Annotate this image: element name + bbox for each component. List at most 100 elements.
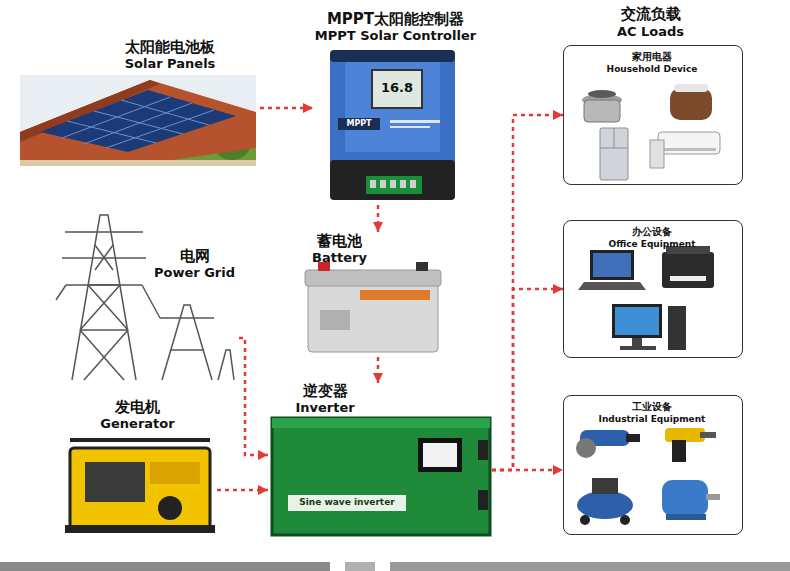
brand-mark: MPPT [338,119,380,129]
power-flow-arrow [492,289,563,470]
sub-heading-text: Battery [300,250,379,266]
photo-strip [345,562,375,571]
power-flow-arrow [377,205,380,232]
solar-house-picture [20,160,256,166]
power-tower-picture [56,215,234,380]
industrial-icons [662,480,708,516]
office-icons [578,246,714,350]
power-tower-picture [160,317,214,319]
heading-text: 工业设备 [564,400,740,413]
heading-group: 工业设备Industrial Equipment [564,400,740,425]
inverter-picture [272,418,490,535]
heading-group: MPPT太阳能控制器MPPT Solar Controller [313,10,478,44]
industrial-icons [672,440,686,462]
controller-picture [366,176,422,194]
battery-picture [305,270,441,286]
office-icons [670,276,706,281]
office-icons [612,304,662,338]
power-tower-picture [88,285,128,330]
heading-text: 电网 [150,247,239,265]
power-tower-picture [80,329,128,331]
battery-picture [308,282,438,352]
office-icons [668,306,686,350]
power-tower-picture [95,245,113,270]
household-icons [614,128,615,148]
power-tower-picture [65,231,143,233]
industrial-icons [620,515,630,525]
sub-heading-text: Power Grid [150,265,239,281]
controller-picture [372,70,422,108]
power-tower-picture [162,305,212,380]
heading-text: 发电机 [58,398,217,416]
power-tower-picture [80,330,124,380]
heading-group: 发电机Generator [58,398,217,432]
household-icons [588,90,616,98]
inverter-picture [272,418,490,535]
inverter-node: 逆变器Inverter [268,383,492,538]
industrial-icons [577,491,633,519]
sub-heading-text: Inverter [268,400,382,415]
heading-group: 电网Power Grid [150,247,239,281]
inverter-picture [418,438,462,472]
generator-picture [70,448,210,528]
power-flow-arrow [492,469,563,472]
power-flow-arrow [260,107,313,110]
inverter-picture [288,495,406,511]
heading-text: 太阳能电池板 [80,38,260,56]
power-tower-picture [84,330,128,380]
controller-picture [330,160,455,200]
display-reading: 16.8 [374,80,420,95]
power-tower-picture [142,285,160,318]
controller-picture [330,50,455,200]
office-icons [620,346,656,350]
battery-picture [360,290,430,300]
controller-picture [390,120,440,123]
office-icons [615,307,659,335]
controller-picture [390,180,396,188]
heading-text: 办公设备 [564,225,740,238]
power-flow-arrow [217,489,268,492]
heading-text: 逆变器 [268,383,382,400]
controller-picture [370,180,376,188]
battery-picture [305,262,441,352]
heading-group: 太阳能电池板Solar Panels [80,38,260,72]
group-heading: 交流负载 [563,6,738,23]
generator-picture [150,462,200,484]
inverter-picture [478,440,488,460]
heading-text: MPPT太阳能控制器 [313,10,478,28]
group-heading: AC Loads [563,24,738,39]
power-flow-arrow [492,115,563,470]
battery-node: 蓄电池Battery [300,232,445,357]
controller-picture [390,126,430,128]
battery-picture [416,262,428,271]
office-icons [662,252,714,288]
generator-picture [85,462,145,502]
photo-strip [0,562,330,571]
solar-house-picture [20,80,256,166]
sub-heading-text: Solar Panels [80,56,260,72]
inverter-picture [272,418,490,428]
industrial-icons [666,514,706,520]
industrial-icons [576,428,720,525]
industrial-icons [626,434,640,442]
industrial-icons [700,432,716,438]
controller-picture [370,180,416,188]
industrial-icons [665,428,705,442]
generator-picture [65,525,215,533]
household-icons [674,84,708,92]
controller-picture [380,180,386,188]
generator-node: 发电机Generator [58,398,217,538]
load-box: 工业设备Industrial Equipment [563,395,743,535]
power-tower-picture [170,349,204,351]
industrial-icons [576,438,596,458]
power-flow-arrow [239,338,268,455]
household-icons [582,84,720,180]
power-tower-picture [56,285,66,300]
generator-picture [70,438,210,442]
heading-group: 蓄电池Battery [300,232,379,266]
controller-picture [410,180,416,188]
sub-heading-text: MPPT Solar Controller [313,28,478,44]
photo-strip [0,562,790,571]
heading-group: 办公设备Office Equipment [564,225,740,250]
household-icons [650,140,664,168]
